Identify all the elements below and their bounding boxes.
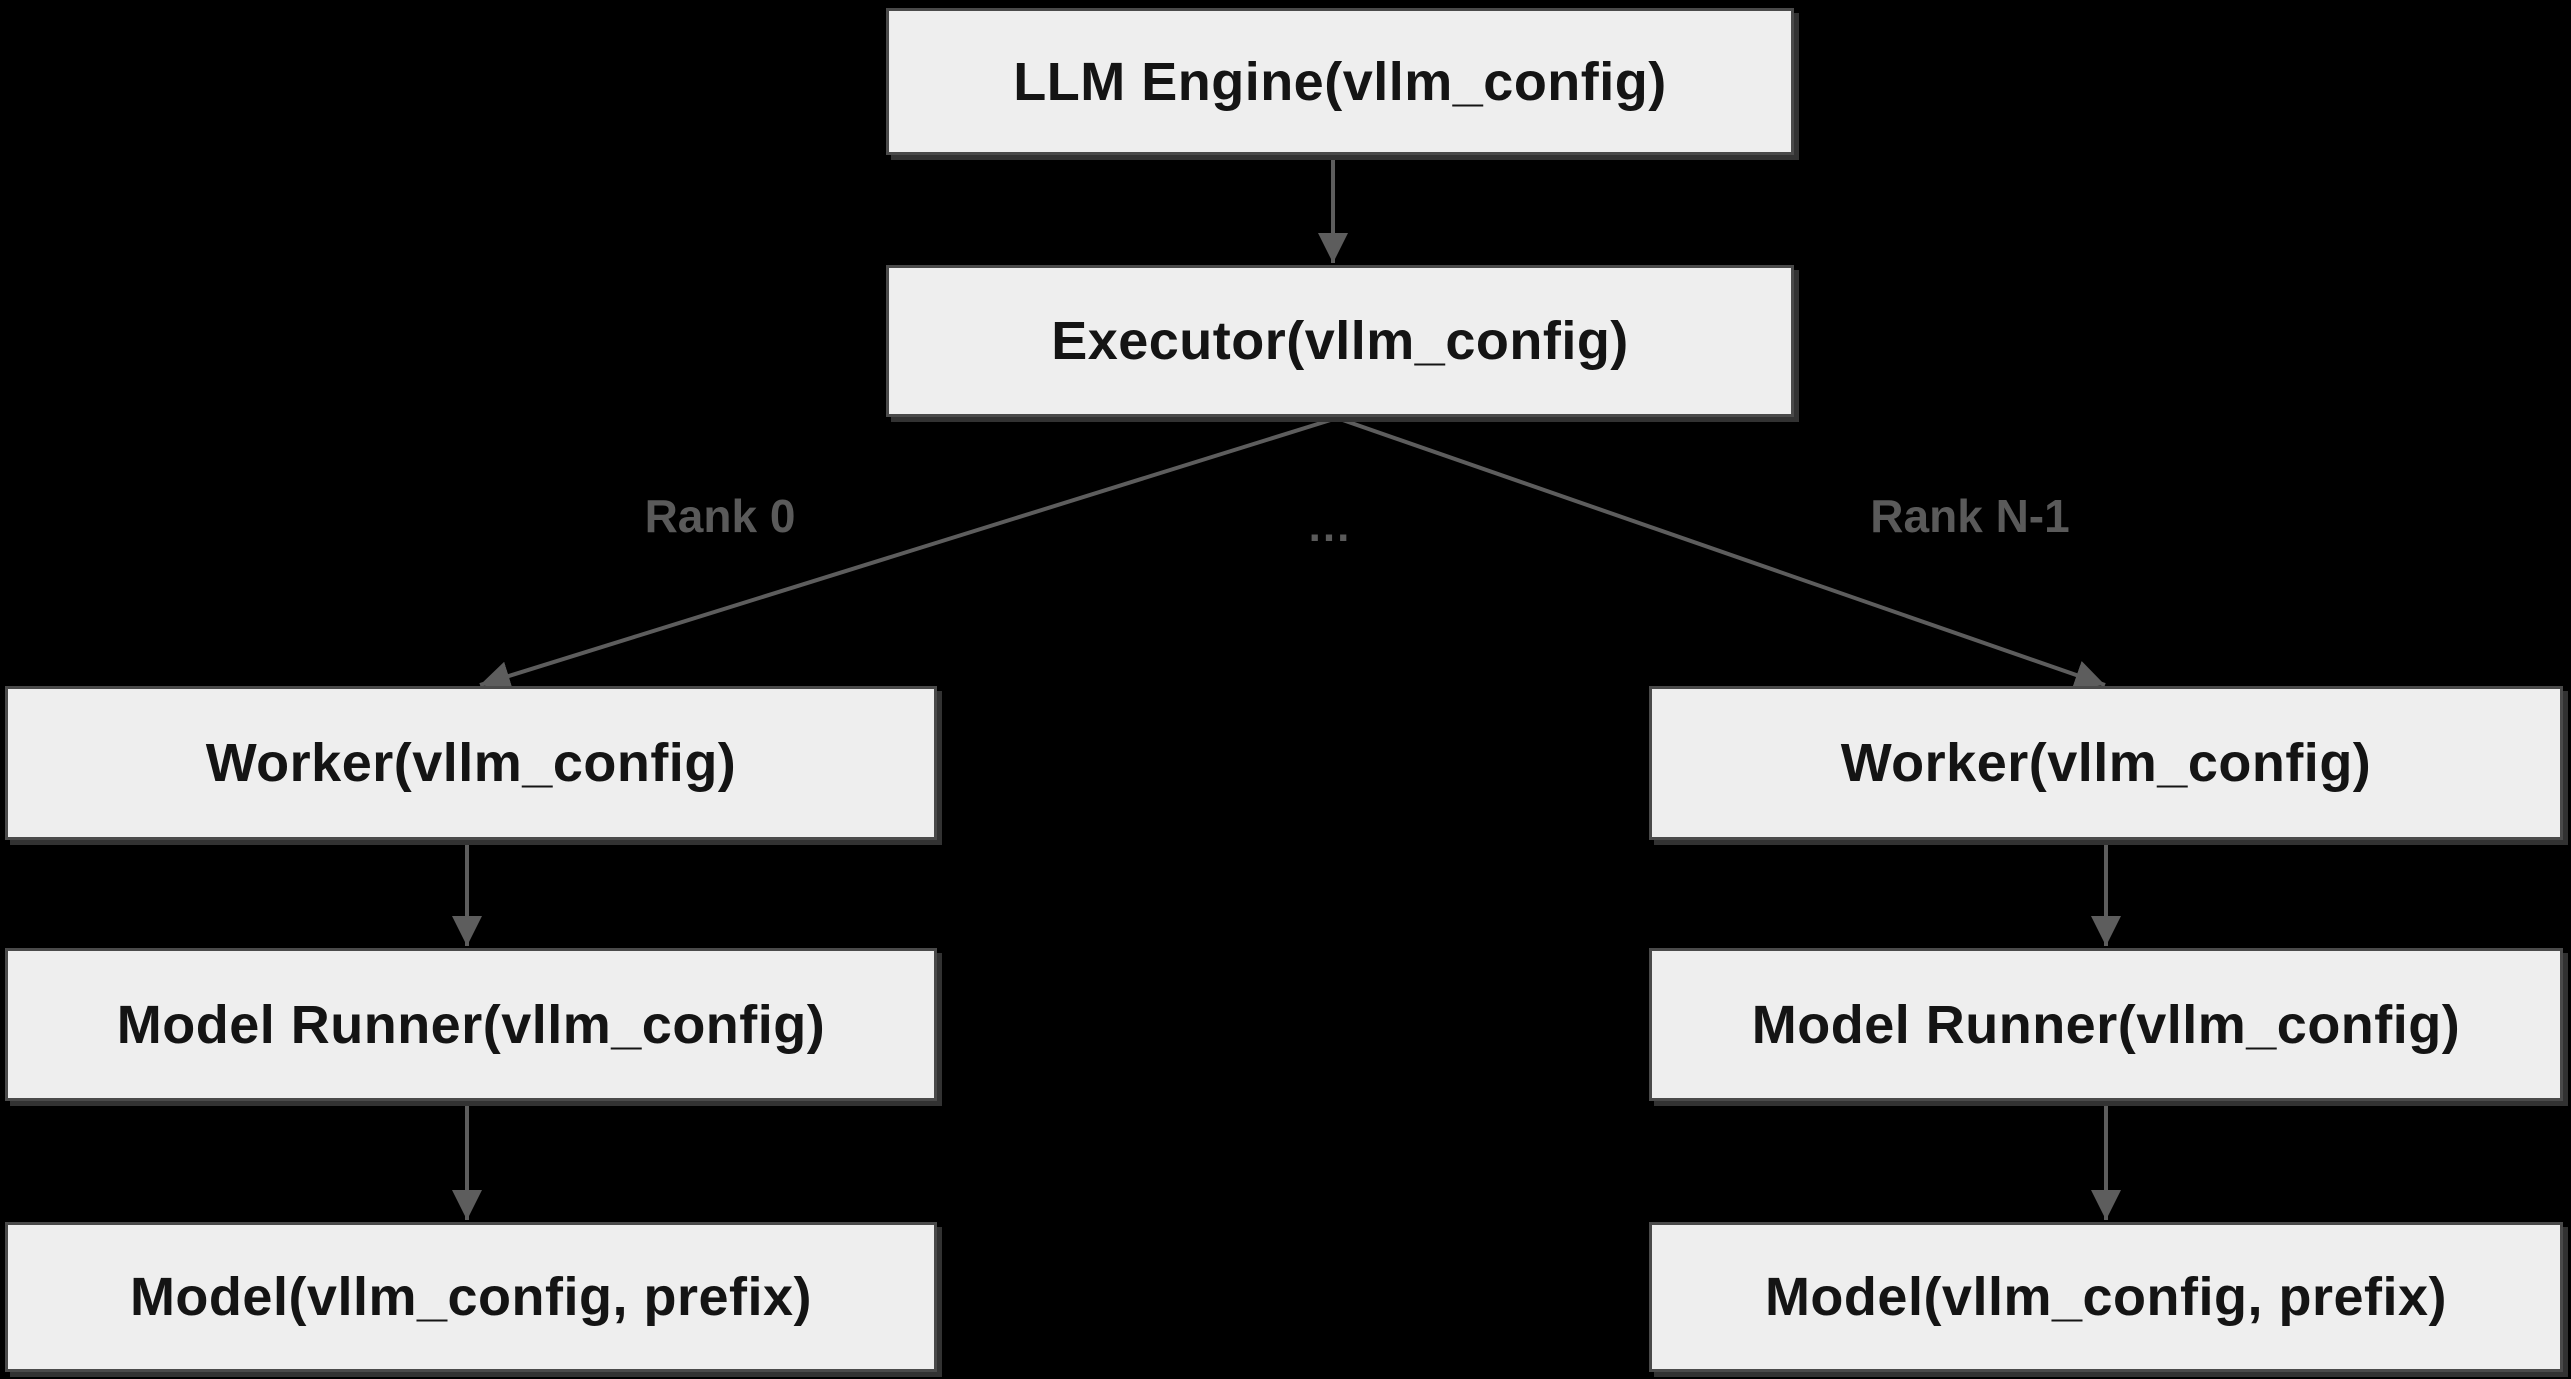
node-worker-rank-n-1: Worker(vllm_config) — [1649, 686, 2563, 840]
node-model-runner-rank-0-label: Model Runner(vllm_config) — [116, 994, 826, 1055]
node-model-runner-rank-0: Model Runner(vllm_config) — [5, 948, 937, 1101]
node-executor: Executor(vllm_config) — [886, 265, 1794, 417]
edge-label-rank-n-1: Rank N-1 — [1870, 490, 2070, 542]
edge-label-rank-0: Rank 0 — [644, 490, 796, 542]
node-model-rank-n-1-label: Model(vllm_config, prefix) — [1764, 1267, 2448, 1327]
edge-executor-to-worker-left — [479, 416, 1338, 691]
node-model-runner-rank-n-1-label: Model Runner(vllm_config) — [1751, 994, 2461, 1055]
node-worker-rank-0: Worker(vllm_config) — [5, 686, 937, 840]
node-llm-engine: LLM Engine(vllm_config) — [886, 8, 1794, 155]
node-llm-engine-label: LLM Engine(vllm_config) — [1013, 51, 1667, 112]
node-model-runner-rank-n-1: Model Runner(vllm_config) — [1649, 948, 2563, 1101]
node-worker-rank-n-1-label: Worker(vllm_config) — [1840, 733, 2372, 793]
node-executor-label: Executor(vllm_config) — [1051, 311, 1629, 371]
edge-label-ellipsis: ... — [1308, 502, 1352, 551]
node-model-rank-0: Model(vllm_config, prefix) — [5, 1222, 937, 1372]
node-model-rank-0-label: Model(vllm_config, prefix) — [129, 1267, 813, 1327]
node-model-rank-n-1: Model(vllm_config, prefix) — [1649, 1222, 2563, 1372]
node-worker-rank-0-label: Worker(vllm_config) — [205, 733, 737, 793]
edge-executor-to-worker-right — [1336, 416, 2106, 690]
